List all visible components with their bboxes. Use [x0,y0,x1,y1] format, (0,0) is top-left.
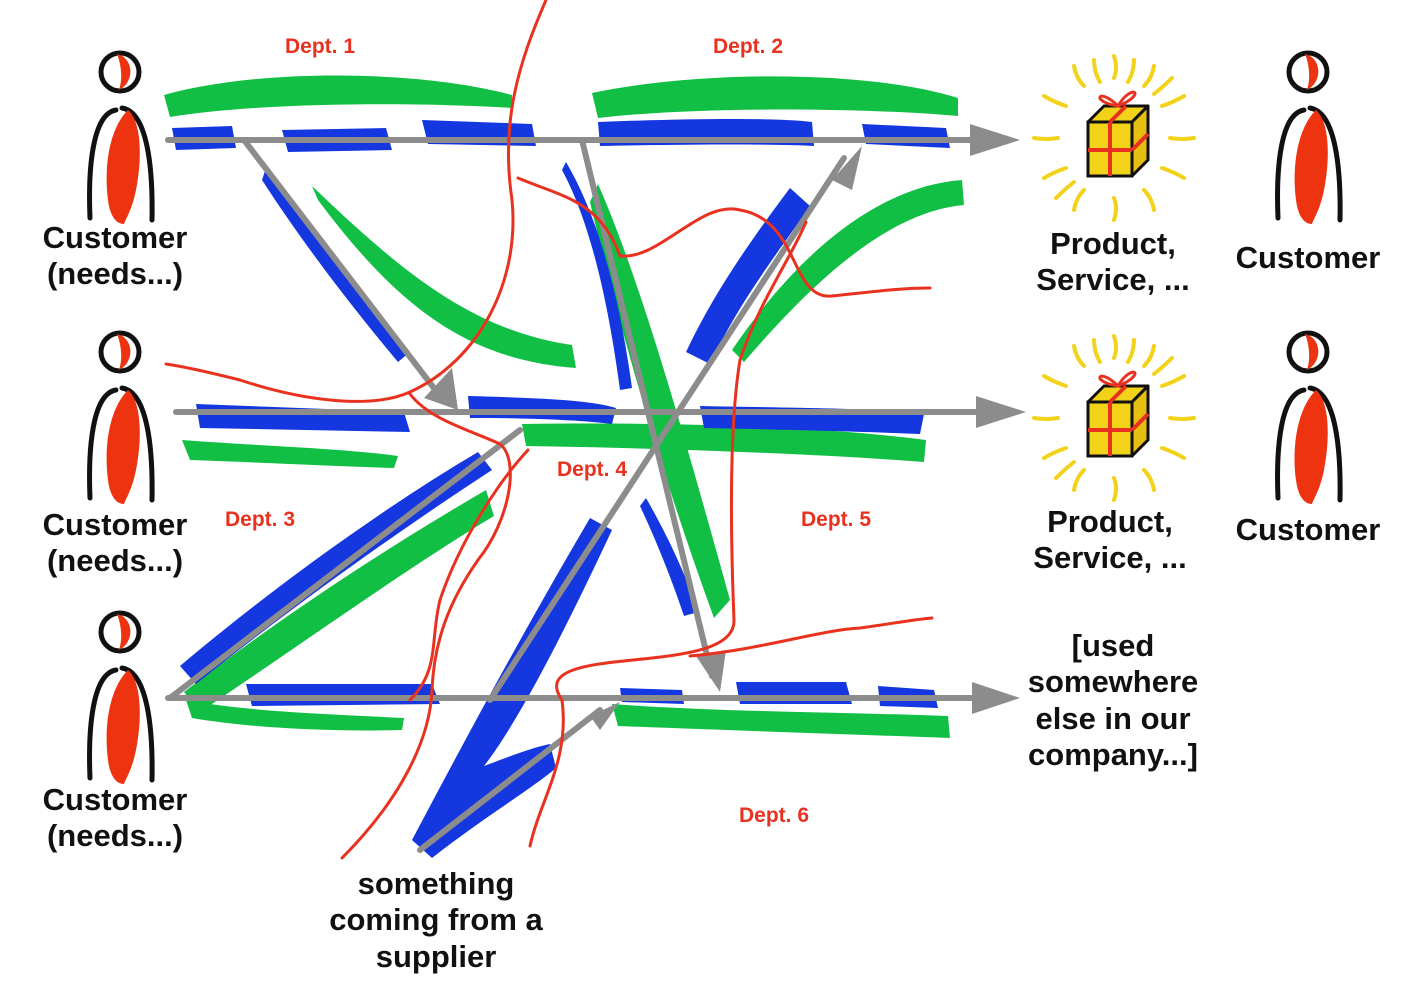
supplier-label: something coming from a supplier [329,866,543,974]
dept-3-green-bottom [186,700,404,731]
output-label-2: Product, Service, ... [1033,504,1187,576]
flow-arrows [165,137,987,853]
gift-box-icon [1032,54,1196,222]
flow-arrow-bottom-to-middle [167,427,523,701]
dept-6-green-block [612,704,950,738]
red-paths [164,0,934,860]
person-icon [90,53,153,224]
flow-arrow-top-to-middle [241,137,443,399]
red-path-4 [340,392,512,860]
dept-1-label: Dept. 1 [284,35,355,58]
dept-4-green-block [522,423,926,462]
dept-2-blue-dash-2 [862,124,950,148]
dept-2-label: Dept. 2 [712,35,783,58]
gift-box-icon [1032,334,1196,502]
customer-label-right-1: Customer [1235,240,1381,275]
arrow-head-supplier [590,702,620,730]
flow-arrow-top-to-bottom [579,137,715,679]
dept-1-green-diagonal [312,186,576,368]
arrow-head-diag-bottom [696,650,726,692]
arrow-head-diag-up [832,146,862,190]
dept-6-label: Dept. 6 [738,804,809,827]
flow-arrow-bottom-to-top [487,155,847,703]
arrow-head-diag-down [424,368,458,410]
customer-label-left-2: Customer (needs...) [42,507,188,579]
red-path-2 [516,176,932,298]
person-icon [90,333,153,504]
person-icon [90,613,153,784]
dept-6-blue-vee [412,518,612,858]
dept-5-label: Dept. 5 [800,508,871,531]
arrow-heads [424,124,1026,730]
dept-2-green-curve [732,180,964,362]
dept-2-green-block [592,76,958,118]
dept-4-label: Dept. 4 [556,458,627,481]
customer-label-left-1: Customer (needs...) [42,220,188,292]
arrow-head-top [970,124,1020,156]
flow-arrow-supplier [417,707,603,853]
arrow-head-middle [976,396,1026,428]
dept-2-blue-diagonal [686,188,810,364]
output-label-3: [used somewhere else in our company...] [1027,628,1199,772]
dept-4-blue-diagonal-top [562,162,632,390]
dept-3-blue-block [196,404,410,432]
customer-label-left-3: Customer (needs...) [42,782,188,854]
red-path-6 [408,448,530,702]
dept-3-green-diagonal [184,490,494,712]
output-label-1: Product, Service, ... [1036,226,1190,298]
red-path-1 [164,0,548,403]
person-icon [1278,333,1341,504]
dept-1-green-block [164,75,512,117]
arrow-head-bottom [972,682,1020,714]
dept-3-label: Dept. 3 [224,508,295,531]
red-path-3 [528,220,808,848]
dept-3-green-block [182,440,398,468]
dept-5-blue-diagonal [640,498,698,616]
dept-4-green-diagonal [590,184,730,618]
customer-label-right-2: Customer [1235,512,1381,547]
red-path-5 [688,616,934,658]
person-icon [1278,53,1341,224]
